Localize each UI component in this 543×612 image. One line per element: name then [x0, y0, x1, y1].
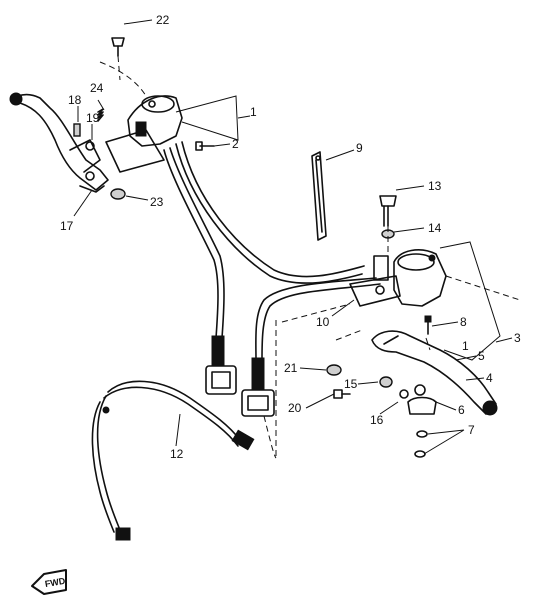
callout-17: 17 — [60, 219, 74, 233]
callout-18: 18 — [68, 93, 82, 107]
fwd-badge-label: FWD — [44, 576, 66, 589]
cable-guide-9 — [311, 151, 327, 241]
callout-4: 4 — [486, 371, 493, 385]
callout-2: 2 — [232, 137, 239, 151]
callout-12: 12 — [170, 447, 184, 461]
callout-labels: 22 1 24 18 19 2 23 17 9 13 14 10 8 3 1 5… — [60, 13, 521, 461]
washer-21 — [326, 364, 342, 376]
callout-1-right: 1 — [462, 339, 469, 353]
leader-lines — [73, 19, 513, 455]
lever-nut-19 — [85, 141, 95, 151]
washer-23 — [110, 188, 126, 200]
switch-harness — [163, 141, 381, 361]
callout-13: 13 — [428, 179, 442, 193]
callout-23: 23 — [150, 195, 164, 209]
pin-8 — [424, 315, 432, 335]
brake-lever — [371, 330, 498, 416]
callout-19: 19 — [86, 111, 100, 125]
bolt-13 — [379, 195, 397, 227]
left-lever — [9, 92, 109, 193]
callout-6: 6 — [458, 403, 465, 417]
callout-10: 10 — [316, 315, 330, 329]
callout-20: 20 — [288, 401, 302, 415]
holder-screw-2 — [195, 141, 215, 151]
screw-20 — [333, 389, 351, 399]
callout-15: 15 — [344, 377, 358, 391]
forward-arrow-icon: FWD — [31, 569, 67, 595]
callout-3: 3 — [514, 331, 521, 345]
connector-left — [205, 335, 237, 395]
lever-bolt-18 — [73, 123, 81, 137]
callout-7: 7 — [468, 423, 475, 437]
connector-right — [241, 357, 275, 417]
callout-1-left: 1 — [250, 105, 257, 119]
callout-22: 22 — [156, 13, 170, 27]
callout-9: 9 — [356, 141, 363, 155]
lever-parts-15-16 — [379, 376, 437, 458]
holder-screw-22 — [111, 37, 125, 57]
callout-24: 24 — [90, 81, 104, 95]
callout-5: 5 — [478, 349, 485, 363]
callout-8: 8 — [460, 315, 467, 329]
callout-14: 14 — [428, 221, 442, 235]
callout-21: 21 — [284, 361, 298, 375]
clutch-cable-12 — [91, 380, 255, 541]
left-lever-holder — [105, 95, 183, 173]
callout-16: 16 — [370, 413, 384, 427]
right-lever-holder — [349, 249, 447, 307]
